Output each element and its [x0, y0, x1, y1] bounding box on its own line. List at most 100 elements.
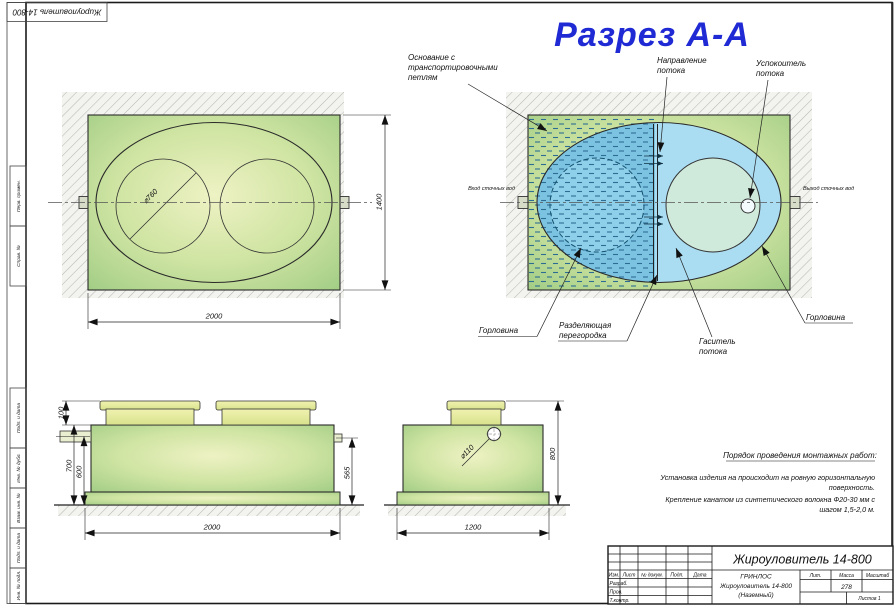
- outlet-label: Выход сточных вод: [803, 186, 854, 192]
- stamp-scale-label: Масштаб: [866, 573, 890, 579]
- margin-label: Инв. № подл.: [16, 571, 22, 601]
- svg-text:700: 700: [65, 459, 74, 472]
- margin-cell: [9, 567, 27, 604]
- svg-text:600: 600: [75, 465, 84, 478]
- end-ground-hatch: [388, 505, 566, 516]
- svg-text:Горловина: Горловина: [479, 326, 519, 335]
- side-dim-right-565: 565: [336, 437, 358, 505]
- left-margin-cells: Перв. примен. Справ. № Подп. и дата Инв.…: [9, 165, 27, 604]
- callout-neck-right: Горловина: [761, 245, 853, 324]
- notes-line: Установка изделия на происходит на ровну…: [659, 473, 875, 482]
- stamp-mass-value: 278: [840, 584, 852, 591]
- stamp-col-list: Лист: [622, 573, 636, 579]
- end-dim-width-1200: 1200: [396, 508, 550, 540]
- stamp-role-tkontr: Т.контр.: [610, 598, 630, 604]
- stamp-outline: [607, 545, 894, 605]
- plan-dim-length: 2000: [87, 293, 341, 329]
- stamp-product-line1: Жироуловитель 14-800: [719, 583, 792, 590]
- sheet-frame: Жироуловитель 14-800 Перв. примен. Справ…: [6, 1, 894, 605]
- side-ground-hatch: [58, 505, 360, 516]
- side-body: [90, 424, 335, 493]
- margin-cell: [9, 225, 27, 287]
- side-elevation: 100 700 600 565 2000: [54, 400, 364, 540]
- callout-base: Основание с транспортировочными петлям: [408, 53, 548, 132]
- end-cap-neck: [450, 408, 502, 426]
- svg-text:565: 565: [343, 466, 352, 479]
- title-block: Жироуловитель 14-800 Лит. Масса Масштаб …: [607, 545, 894, 605]
- svg-text:Основание с: Основание с: [408, 53, 455, 62]
- plan-length-label: 2000: [205, 312, 224, 321]
- side-dim-cap-100: 100: [57, 400, 100, 426]
- end-dim-height-800: 800: [506, 400, 564, 506]
- svg-text:петлям: петлям: [408, 73, 438, 82]
- svg-text:100: 100: [57, 406, 66, 419]
- stamp-col-data: Дата: [692, 573, 706, 579]
- notes-line: поверхность.: [829, 483, 875, 492]
- plan-diameter-line: [129, 172, 197, 240]
- plan-neck-right: [219, 158, 315, 254]
- margin-label: Инв. № дубл.: [16, 453, 22, 483]
- svg-text:потока: потока: [756, 69, 785, 78]
- inner-frame: [25, 1, 893, 605]
- callout-partition: Разделяющая перегородка: [558, 274, 658, 342]
- side-dim-body-700: 700: [65, 425, 78, 505]
- section-title: Разрез А-А: [554, 16, 750, 54]
- plan-tank-border: [87, 114, 341, 291]
- end-body: [402, 424, 544, 493]
- margin-label: Перв. примен.: [16, 180, 22, 212]
- plan-neck-left: [115, 158, 211, 254]
- svg-text:1200: 1200: [465, 523, 483, 532]
- side-base-slab: [84, 491, 341, 506]
- callout-flow-direction: Направление потока: [657, 56, 707, 153]
- plan-view: ⌀760 2000 1400: [48, 92, 391, 329]
- notes-line: шагом 1,5-2,0 м.: [819, 505, 875, 514]
- plan-dim-width: 1400: [343, 114, 391, 291]
- margin-label: Взам. инв. №: [16, 493, 22, 523]
- side-cap1-neck: [105, 408, 195, 426]
- section-view: Основание с транспортировочными петлям Н…: [408, 53, 854, 356]
- top-designation-box: Жироуловитель 14-800: [6, 2, 108, 22]
- section-tank-border: [527, 114, 791, 291]
- callout-damper: Гаситель потока: [675, 247, 736, 356]
- stamp-left-grid: Изм. Лист № докум. Подп. Дата Разраб. Пр…: [608, 546, 712, 604]
- stamp-col-izm: Изм.: [609, 573, 620, 579]
- svg-text:перегородка: перегородка: [559, 331, 607, 340]
- margin-label: Подп. и дата: [16, 533, 22, 563]
- stamp-role-razrab: Разраб.: [610, 581, 628, 587]
- section-flow-calmer: [740, 198, 756, 214]
- svg-text:800: 800: [548, 447, 557, 460]
- end-elevation: ⌀110 800 1200: [384, 400, 570, 540]
- svg-text:транспортировочными: транспортировочными: [408, 63, 498, 72]
- stamp-col-docnum: № докум.: [641, 573, 663, 579]
- side-dim-pipe-600: 600: [75, 436, 88, 505]
- margin-label: Подп. и дата: [16, 403, 22, 433]
- inlet-label: Вход сточных вод: [468, 186, 515, 192]
- notes-heading: Порядок проведения монтажных работ:: [723, 451, 877, 460]
- end-base-slab: [396, 491, 550, 506]
- designation-rotated-text: Жироуловитель 14-800: [12, 8, 102, 17]
- stamp-sheets: Листов 1: [857, 596, 881, 602]
- section-neck-left-outline: [549, 157, 645, 253]
- stamp-mass-label: Масса: [839, 573, 854, 579]
- section-flow-arrows: [644, 153, 663, 227]
- svg-text:Успокоитель: Успокоитель: [755, 59, 806, 68]
- section-neck-right: [665, 157, 761, 253]
- stamp-lit-label: Лит.: [809, 573, 822, 579]
- stamp-role-prov: Пров.: [610, 590, 623, 596]
- stamp-company: ГРИНЛОС: [740, 574, 772, 581]
- plan-width-label: 1400: [375, 193, 384, 211]
- svg-text:потока: потока: [699, 347, 728, 356]
- designation-box: [6, 2, 108, 22]
- svg-text:Направление: Направление: [657, 56, 707, 65]
- callout-calmer: Успокоитель потока: [748, 59, 806, 199]
- side-dim-length-2000: 2000: [84, 508, 341, 540]
- stamp-col-podp: Подп.: [670, 573, 683, 579]
- svg-text:Разделяющая: Разделяющая: [559, 321, 612, 330]
- stamp-doc-title: Жироуловитель 14-800: [732, 553, 872, 567]
- notes-line: Крепление канатом из синтетического воло…: [665, 495, 875, 504]
- margin-label: Справ. №: [16, 245, 22, 267]
- side-cap2-neck: [221, 408, 311, 426]
- callout-neck-left: Горловина: [478, 247, 582, 337]
